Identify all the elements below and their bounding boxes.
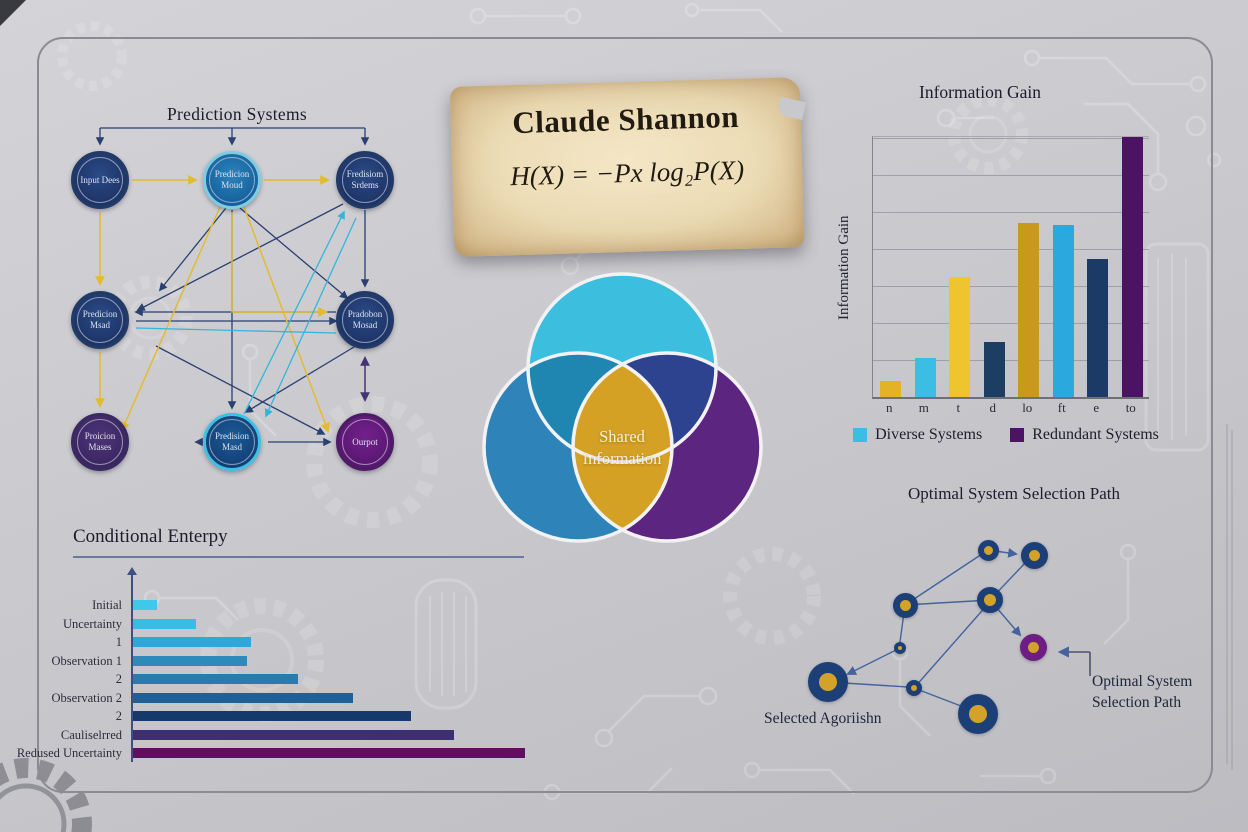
legend-item: Redundant Systems [1010,426,1159,444]
chart-legend: Diverse Systems Redundant Systems [848,426,1164,444]
x-tick-label: lo [1022,400,1033,415]
entropy-formula: H(X) = −Px log₂P(X) [509,154,745,192]
prediction-systems-diagram: Prediction Systems [60,100,440,492]
legend-label: Redundant Systems [1032,426,1159,443]
optimal-path-diagram: Optimal System Selection Path Optimal Sy… [760,470,1246,800]
x-tick-label: d [989,400,997,415]
entropy-row: Observation 1 [0,652,545,671]
info-gain-bar [1018,223,1039,397]
entropy-bar [133,618,196,629]
entropy-row: Redused Uncertainty [0,744,545,763]
entropy-row: Observation 2 [0,689,545,708]
x-tick-label: e [1093,400,1100,415]
venn-circles [482,272,763,543]
path-node-optimal [1020,634,1047,661]
y-axis-line [127,567,137,762]
info-gain-bar [949,277,970,397]
node-label: Predicion Msad [82,309,118,330]
entropy-bar [133,637,251,647]
x-tick-label: m [918,400,929,415]
entropy-row: 2 [0,707,545,726]
x-tick-label: to [1125,400,1136,415]
entropy-row: Cauliselrred [0,726,545,745]
entropy-row: Initial [0,596,545,615]
entropy-row: 1 [0,633,545,652]
row-label: Observation 1 [51,653,122,668]
shannon-card: Claude Shannon H(X) = −Px log₂P(X) [449,77,807,257]
node-prediction-systems: Fredisiom Srdems [336,151,394,209]
path-node [1021,542,1048,569]
path-node [894,642,906,654]
info-gain-bar [880,381,901,397]
row-label: Observation 2 [51,690,122,705]
chart-title: Information Gain [919,82,1041,102]
optimal-path-edges [827,548,1091,712]
node-prediction-model-left: Predicion Msad [71,291,129,349]
node-input-data: Input Dees [71,151,129,209]
path-node [906,680,922,696]
shannon-name: Claude Shannon [511,98,740,141]
node-output: Ourpot [336,413,394,471]
entropy-row: Uncertainty [0,615,545,634]
plot-area [872,136,1149,399]
x-tick-label: t [956,400,961,415]
node-label: Fredisiom Srdems [346,169,384,190]
venn-center-label: Shared Information [582,427,662,469]
node-label: Ourpot [352,436,378,447]
info-gain-bar [1087,259,1108,397]
node-prediction-model-bottom: Predision Masd [203,413,261,471]
node-label: Input Dees [80,174,120,185]
legend-label: Diverse Systems [875,426,983,443]
x-axis-labels: n m t d lo ft e to [872,400,1148,416]
info-gain-bar [983,342,1005,397]
entropy-bar [133,711,411,721]
node-label: Predision Masd [214,431,249,452]
path-node [893,593,918,618]
x-tick-label: ft [1057,400,1066,415]
row-label: Initial [92,598,122,612]
row-label: 1 [115,635,122,649]
venn-diagram [468,262,778,552]
legend-item: Diverse Systems [853,426,982,444]
chart-title: Conditional Enterpy [73,526,228,547]
y-axis-label: Information Gain [836,215,852,321]
information-gain-chart: Information Gain Information Gain n m t d lo… [828,78,1164,460]
path-node [958,694,998,734]
info-gain-bar [1052,225,1074,397]
row-label: 2 [115,672,122,686]
entropy-bar [133,748,525,758]
entropy-bar [133,692,353,703]
selected-algorithm-label: Selected Agoriishn [764,710,882,727]
row-label: Cauliselrred [60,727,122,742]
legend-swatch [853,428,868,442]
info-gain-bar [1121,137,1143,397]
row-label: Redused Uncertainty [16,746,122,760]
optimal-path-annotation: Optimal System Selection Path [1092,673,1193,711]
x-tick-label: n [886,400,893,415]
node-label: Predicion Moud [214,169,250,190]
row-label: Uncertainty [62,616,122,631]
node-prediction-model-top: Predicion Moud [203,151,261,209]
prediction-systems-title: Prediction Systems [166,104,308,124]
entropy-bar [133,729,454,740]
path-node [978,540,999,561]
node-prediction-models: Proicion Mases [71,413,129,471]
row-label: 2 [115,709,122,723]
entropy-bar [133,674,298,684]
entropy-bar [133,600,157,610]
path-node [977,587,1003,613]
legend-swatch [1010,428,1025,442]
info-gain-bar [914,358,936,397]
title-underline [73,556,524,558]
entropy-row: 2 [0,670,545,689]
path-node-selected [808,662,848,702]
node-label: Proicion Mases [84,431,116,452]
node-label: Pradobon Mosad [347,309,383,330]
entropy-bar [133,655,247,666]
optimal-path-title: Optimal System Selection Path [907,484,1120,503]
node-prediction-model-right: Pradobon Mosad [336,291,394,349]
